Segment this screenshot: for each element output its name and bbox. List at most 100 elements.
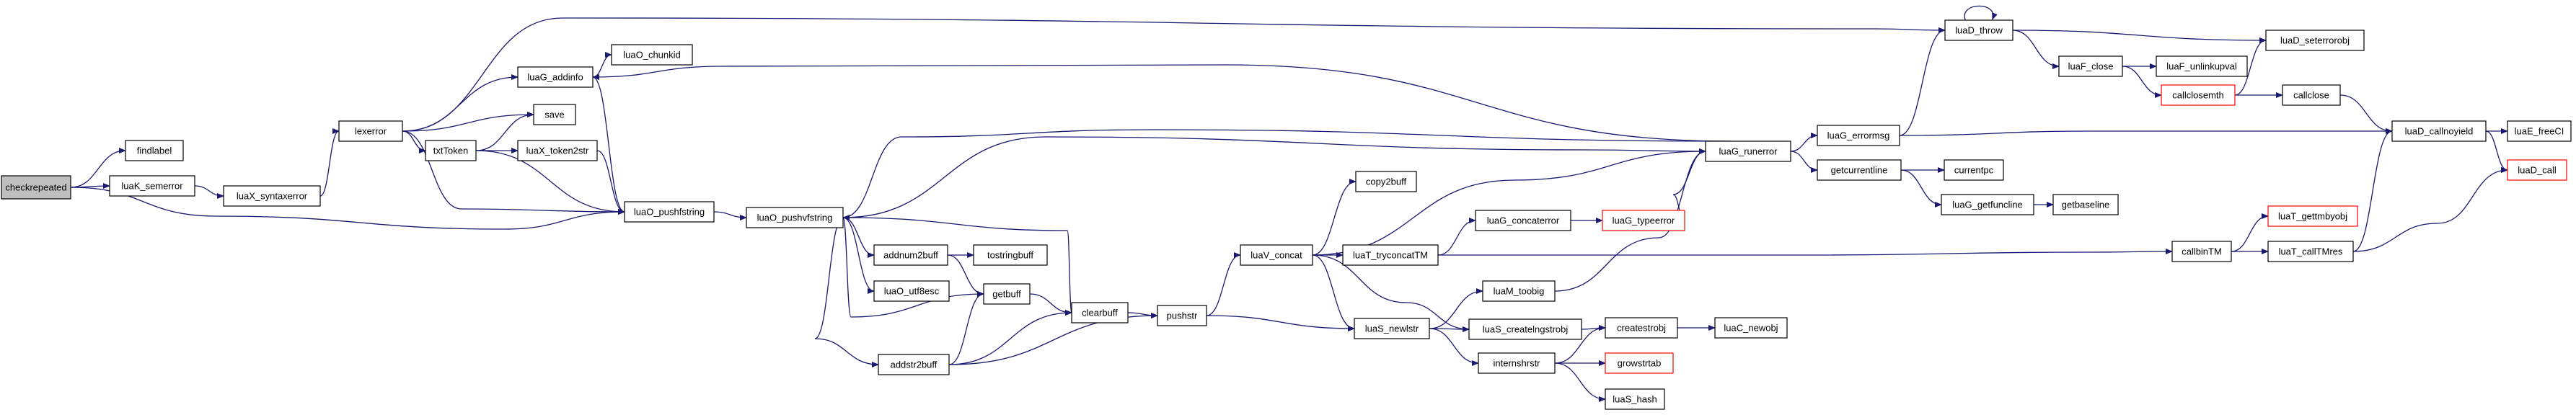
node-luaE_freeCI[interactable]: luaE_freeCI [2507, 120, 2572, 142]
edge-callclosemth-to-luaD_seterrorobj [2234, 37, 2267, 96]
node-luaO_pushvfstring[interactable]: luaO_pushvfstring [746, 207, 844, 228]
node-box [1354, 318, 1430, 339]
node-label: getcurrentline [1831, 164, 1888, 175]
edge-lexerror-to-luaD_throw [402, 17, 1946, 132]
node-label: luaS_createlngstrobj [1483, 323, 1569, 334]
node-box [125, 140, 184, 161]
edge-luaS_newlstr-to-luaM_toobig [1429, 288, 1483, 329]
node-luaX_syntaxerror[interactable]: luaX_syntaxerror [223, 185, 321, 207]
node-label: luaG_runerror [1719, 146, 1778, 156]
node-box [1605, 388, 1665, 410]
node-callclosemth[interactable]: callclosemth [2161, 84, 2236, 106]
node-box [1602, 210, 1685, 231]
edge-luaD_throw-to-luaF_close [2012, 30, 2060, 69]
node-save[interactable]: save [533, 104, 576, 125]
node-luaC_newobj[interactable]: luaC_newobj [1714, 317, 1788, 339]
node-luaV_concat[interactable]: luaV_concat [1240, 244, 1313, 266]
node-addnum2buff[interactable]: addnum2buff [873, 244, 948, 266]
node-label: callclose [2293, 89, 2329, 100]
node-internshrstr[interactable]: internshrstr [1478, 352, 1556, 374]
node-box [1705, 140, 1791, 162]
node-luaT_tryconcatTM[interactable]: luaT_tryconcatTM [1342, 244, 1439, 266]
node-getbuff[interactable]: getbuff [983, 283, 1031, 305]
node-luaT_gettmbyobj[interactable]: luaT_gettmbyobj [2267, 205, 2358, 227]
node-luaX_token2str[interactable]: luaX_token2str [517, 140, 598, 161]
node-addstr2buff[interactable]: addstr2buff [878, 354, 950, 375]
node-box [2171, 241, 2232, 262]
edge-luaS_newlstr-to-internshrstr [1429, 328, 1479, 366]
node-luaG_errormsg[interactable]: luaG_errormsg [1817, 125, 1900, 146]
node-luaG_getfuncline[interactable]: luaG_getfuncline [1941, 194, 2034, 215]
node-label: addstr2buff [891, 359, 938, 370]
node-luaD_call[interactable]: luaD_call [2507, 159, 2567, 181]
node-label: growstrtab [1618, 357, 1662, 368]
node-label: pushstr [1167, 310, 1198, 321]
node-txtToken[interactable]: txtToken [425, 140, 477, 161]
node-tostringbuff[interactable]: tostringbuff [973, 244, 1048, 266]
node-getbaseline[interactable]: getbaseline [2052, 194, 2119, 215]
node-luaF_close[interactable]: luaF_close [2058, 55, 2123, 77]
node-callbinTM[interactable]: callbinTM [2171, 241, 2232, 262]
node-label: currentpc [1954, 164, 1994, 175]
node-box [338, 120, 403, 142]
edge-internshrstr-to-luaS_hash [1554, 362, 1606, 402]
node-luaS_hash[interactable]: luaS_hash [1605, 388, 1665, 410]
node-label: clearbuff [1082, 307, 1118, 318]
node-luaK_semerror[interactable]: luaK_semerror [109, 175, 195, 197]
node-box [2156, 55, 2248, 77]
node-box [1944, 19, 2013, 41]
node-getcurrentline[interactable]: getcurrentline [1817, 159, 1902, 181]
edge-luaX_token2str-to-luaO_pushfstring [596, 150, 625, 215]
node-growstrtab[interactable]: growstrtab [1605, 352, 1674, 374]
edge-txtToken-to-save [475, 112, 534, 151]
node-label: txtToken [433, 145, 468, 156]
edge-pushstr-to-luaS_newlstr [1206, 315, 1355, 331]
node-luaD_throw[interactable]: luaD_throw [1944, 19, 2013, 41]
node-label: luaF_unlinkupval [2166, 61, 2237, 71]
node-label: createstrobj [1617, 322, 1666, 333]
node-box [2161, 84, 2236, 106]
node-luaF_unlinkupval[interactable]: luaF_unlinkupval [2156, 55, 2248, 77]
node-box [1605, 352, 1674, 374]
edge-luaV_concat-to-luaS_newlstr [1312, 254, 1355, 331]
node-box [2267, 241, 2354, 262]
node-label: luaK_semerror [121, 180, 183, 191]
node-box [2265, 30, 2365, 51]
node-luaS_createlngstrobj[interactable]: luaS_createlngstrobj [1468, 318, 1582, 340]
node-pushstr[interactable]: pushstr [1157, 305, 1207, 326]
node-label: luaT_gettmbyobj [2278, 210, 2347, 221]
node-luaG_concaterror[interactable]: luaG_concaterror [1475, 210, 1571, 231]
node-luaO_chunkid[interactable]: luaO_chunkid [611, 44, 693, 66]
edge-luaX_syntaxerror-to-lexerror [319, 128, 340, 197]
node-luaD_callnoyield[interactable]: luaD_callnoyield [2391, 120, 2487, 142]
node-luaG_addinfo[interactable]: luaG_addinfo [517, 66, 594, 88]
node-label: callbinTM [2182, 246, 2222, 256]
edge-luaG_runerror-to-luaG_addinfo [592, 64, 1732, 142]
node-luaO_pushfstring[interactable]: luaO_pushfstring [624, 201, 715, 223]
node-luaG_typeerror[interactable]: luaG_typeerror [1602, 210, 1685, 231]
node-findlabel[interactable]: findlabel [125, 140, 184, 161]
node-luaM_toobig[interactable]: luaM_toobig [1482, 280, 1556, 302]
node-luaO_utf8esc[interactable]: luaO_utf8esc [873, 280, 950, 302]
edge-luaO_pushvfstring-to-addnum2buff [842, 217, 875, 258]
edge-luaK_semerror-to-luaX_syntaxerror [194, 185, 224, 199]
node-luaG_runerror[interactable]: luaG_runerror [1705, 140, 1791, 162]
node-luaD_seterrorobj[interactable]: luaD_seterrorobj [2265, 30, 2365, 51]
node-luaS_newlstr[interactable]: luaS_newlstr [1354, 318, 1430, 339]
node-box [1240, 244, 1313, 266]
node-label: luaC_newobj [1724, 322, 1778, 333]
node-copy2buff[interactable]: copy2buff [1355, 171, 1417, 192]
node-lexerror[interactable]: lexerror [338, 120, 403, 142]
edge-luaG_runerror-to-getcurrentline [1790, 151, 1818, 173]
node-luaT_callTMres[interactable]: luaT_callTMres [2267, 241, 2354, 262]
node-callclose[interactable]: callclose [2282, 84, 2341, 106]
edge-luaF_close-to-callclosemth [2122, 66, 2162, 98]
node-box [1817, 159, 1902, 181]
node-box [878, 354, 950, 375]
node-clearbuff[interactable]: clearbuff [1071, 302, 1129, 323]
node-label: luaV_concat [1250, 249, 1302, 260]
node-checkrepeated[interactable]: checkrepeated [1, 175, 71, 200]
node-label: luaM_toobig [1494, 285, 1545, 296]
node-createstrobj[interactable]: createstrobj [1605, 317, 1678, 339]
node-currentpc[interactable]: currentpc [1944, 159, 2004, 181]
